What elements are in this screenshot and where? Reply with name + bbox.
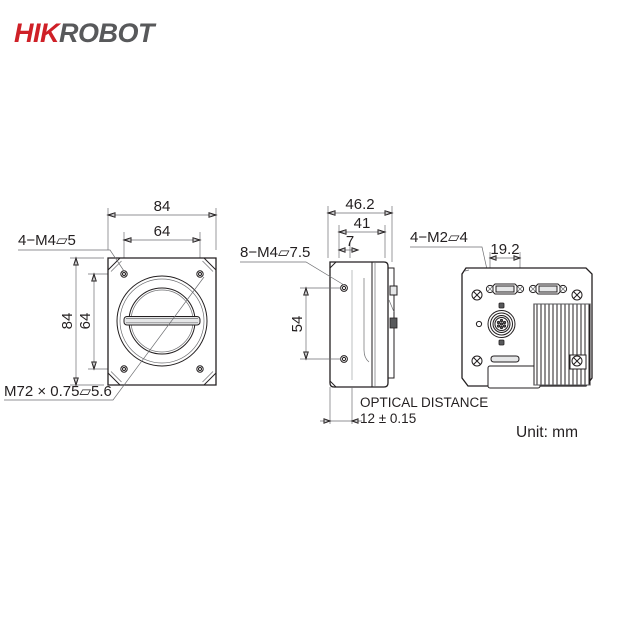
side-callout-mount-holes: 8−M4⏥7.5: [240, 244, 310, 261]
usb-connector: [490, 355, 520, 363]
front-dim-width-bolt: 64: [154, 223, 171, 240]
front-mount-holes: [120, 270, 204, 373]
heat-sink-fins: [533, 303, 591, 386]
optical-distance-label: OPTICAL DISTANCE: [360, 395, 488, 410]
front-view: 84 64 84 64: [4, 198, 218, 401]
camera-link-connector-left: [485, 283, 525, 295]
front-dim-height-bolt: 64: [77, 313, 94, 330]
rear-callout-connector-screws: 4−M2⏥4: [410, 229, 468, 246]
optical-distance-value: 12 ± 0.15: [360, 411, 416, 426]
hikrobot-logo: HIKROBOT: [14, 18, 155, 49]
rear-view: 19.2 4−M2⏥4: [410, 229, 593, 389]
side-dim-depth-front-face: 7: [346, 233, 354, 250]
rear-dim-connector-screw-spacing: 19.2: [490, 241, 519, 258]
side-dim-hole-spacing: 54: [289, 316, 306, 333]
front-dim-width-overall: 84: [154, 198, 171, 215]
label-plate: [487, 365, 541, 389]
front-dim-height-overall: 84: [59, 313, 76, 330]
unit-note: Unit: mm: [516, 424, 578, 441]
side-dim-depth-overall: 46.2: [345, 196, 374, 213]
power-io-connector: [475, 302, 516, 346]
front-callout-lens-thread: M72 × 0.75⏥5.6: [4, 383, 112, 400]
side-dim-depth-body: 41: [354, 215, 371, 232]
front-callout-mount-holes: 4−M4⏥5: [18, 232, 76, 249]
logo-text-robot: ROBOT: [59, 18, 155, 48]
logo-text-hik: HIK: [14, 18, 60, 48]
lens-mount: [116, 275, 208, 367]
side-view: 46.2 41 7: [240, 196, 488, 426]
camera-link-connector-right: [528, 283, 568, 295]
